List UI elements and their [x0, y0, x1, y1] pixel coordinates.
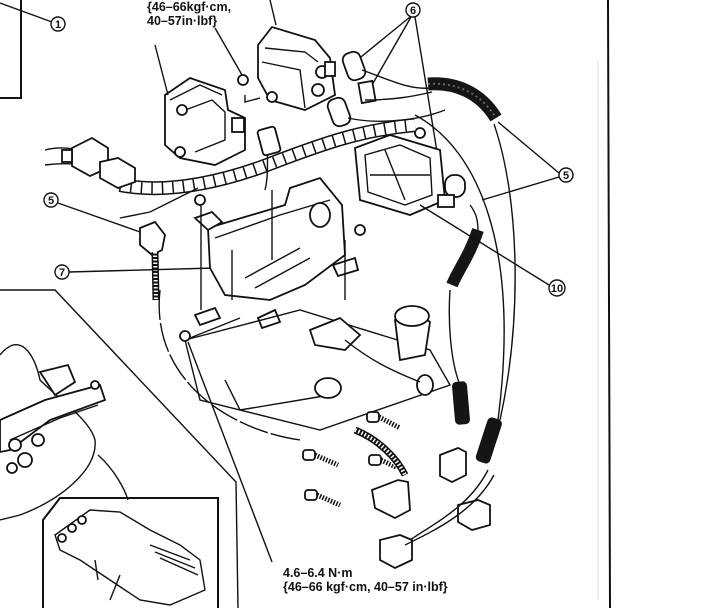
ignition-coil-right	[257, 0, 336, 111]
torque-line: 4.6–6.4 N·m	[283, 566, 353, 580]
harness-connector-center	[256, 125, 282, 157]
spark-plug-boot-left	[139, 220, 166, 301]
right-border-line	[607, 0, 611, 608]
ignition-coil-left	[154, 44, 246, 166]
torque-line: {46–66 kgf·cm, 40–57 in·lbf}	[283, 580, 448, 594]
engine-block-lower	[179, 309, 452, 563]
high-tension-lead-sleeve-top	[427, 77, 502, 122]
svg-text:5: 5	[563, 170, 569, 182]
svg-text:10: 10	[551, 283, 563, 295]
spark-plugs	[302, 411, 402, 508]
torque-spec-bottom: 4.6–6.4 N·m{46–66 kgf·cm, 40–57 in·lbf}	[283, 566, 448, 594]
high-tension-lead-sleeve-right	[446, 204, 484, 386]
spark-plug	[302, 449, 339, 468]
torque-line: {46–66kgf·cm,	[147, 0, 232, 14]
cam-position-block	[354, 127, 466, 216]
callout-7: 7	[54, 264, 216, 280]
spark-plug	[304, 489, 341, 508]
frame-lines	[0, 0, 611, 608]
svg-text:5: 5	[48, 195, 54, 207]
coolant-outlet	[344, 305, 434, 396]
inset-divider-line	[0, 289, 239, 608]
high-tension-lead-caps	[326, 50, 446, 128]
torque-spec-top: {46–66kgf·cm,40–57in·lbf}	[147, 0, 231, 28]
manifold-detail-inset	[42, 497, 219, 608]
svg-text:1: 1	[55, 19, 61, 31]
high-tension-lead-sleeves-lower	[452, 381, 502, 464]
callout-1: 1	[0, 2, 66, 32]
callout-5-right: 5	[481, 121, 574, 201]
high-tension-lead-curves	[158, 114, 516, 441]
intake-manifold	[0, 343, 129, 521]
svg-text:7: 7	[59, 267, 65, 279]
spark-plug-boots-lower	[353, 426, 495, 570]
top-left-box	[0, 0, 22, 99]
svg-text:6: 6	[410, 5, 416, 17]
spark-plug	[368, 454, 398, 470]
callout-5-left: 5	[43, 187, 199, 233]
harness-connector	[61, 136, 136, 189]
coil-bracket	[193, 176, 366, 330]
callout-10: 10	[419, 204, 566, 297]
spark-plug	[366, 411, 402, 431]
mounting-nut-top	[214, 27, 261, 103]
torque-line: 40–57in·lbf}	[147, 14, 218, 28]
